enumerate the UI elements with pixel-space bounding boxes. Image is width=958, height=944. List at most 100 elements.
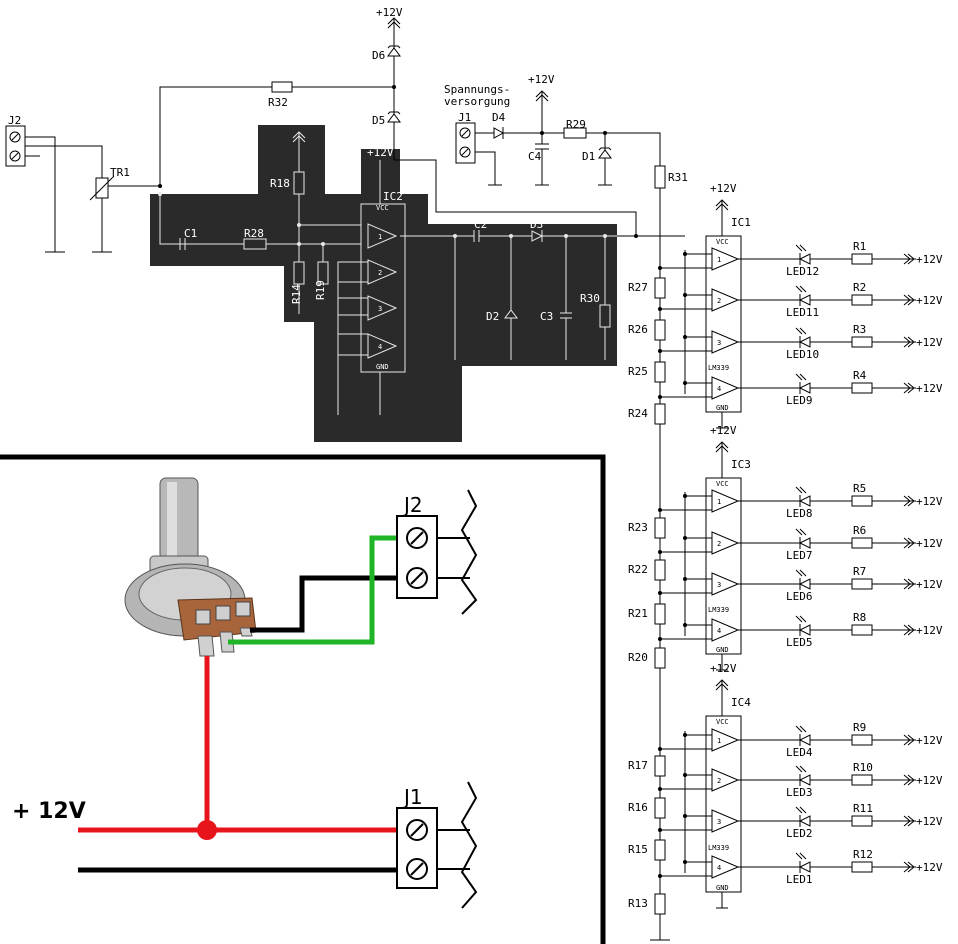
led-led5 [798, 624, 811, 636]
r13-label: R13 [628, 897, 648, 910]
vcc-label: VCC [716, 238, 729, 246]
comparator-ic4: +12VIC4VCCGNDLM3391LED4R9+12V2LED3R10+12… [658, 662, 943, 909]
r14-label: R14 [290, 284, 303, 304]
supply-label-line2: versorgung [444, 95, 510, 108]
r1-resistor [851, 253, 873, 265]
d5-label: D5 [372, 114, 385, 127]
channel-number: 4 [717, 864, 721, 872]
lm339-chip [705, 235, 742, 413]
r29-resistor [563, 127, 587, 139]
led-led4 [798, 734, 811, 746]
r16-resistor [654, 797, 666, 819]
channel-number: 1 [717, 256, 721, 264]
ground-wire [250, 575, 412, 633]
resistor-label: R2 [853, 281, 866, 294]
r25-label: R25 [628, 365, 648, 378]
d4-diode [493, 127, 505, 139]
vcc-label: VCC [716, 480, 729, 488]
comparator-bank: +12VIC1VCCGNDLM3391LED12R1+12V2LED11R2+1… [658, 182, 943, 909]
r20-resistor [654, 647, 666, 669]
channel-number: 3 [717, 339, 721, 347]
ic-label: IC3 [731, 458, 751, 471]
r15-label: R15 [628, 843, 648, 856]
channel-number: 1 [717, 737, 721, 745]
led-led3 [798, 774, 811, 786]
led-led6 [798, 578, 811, 590]
r26-resistor [654, 319, 666, 341]
r27-resistor [654, 277, 666, 299]
r17-resistor [654, 755, 666, 777]
r5-resistor [851, 495, 873, 507]
gnd-label: GND [716, 884, 729, 892]
r19-label: R19 [314, 280, 327, 300]
ic2-opamp [367, 223, 398, 249]
d3-diode [531, 230, 544, 242]
r16-label: R16 [628, 801, 648, 814]
d5-zener [387, 113, 401, 123]
channel-number: 3 [717, 818, 721, 826]
led-label: LED1 [786, 873, 813, 886]
part-label: LM339 [708, 364, 729, 372]
r9-resistor [851, 734, 873, 746]
channel-number: 4 [717, 627, 721, 635]
ic2-opamp-number: 2 [378, 269, 382, 277]
ic2-opamp [367, 259, 398, 285]
led-label: LED11 [786, 306, 819, 319]
r32-label: R32 [268, 96, 288, 109]
r18-resistor [293, 171, 305, 195]
supply-section: Spannungs- versorgung J1 D4 +12V C4 R29 … [444, 73, 688, 189]
resistor-label: R8 [853, 611, 866, 624]
led-label: LED8 [786, 507, 813, 520]
r12-resistor [851, 861, 873, 873]
r22-resistor [654, 559, 666, 581]
r15-resistor [654, 839, 666, 861]
ic2-vcc-label: VCC [376, 204, 389, 212]
ic-label: IC1 [731, 216, 751, 229]
comparator-4 [711, 618, 740, 642]
comparator-4 [711, 376, 740, 400]
led-led1 [798, 861, 811, 873]
led-led12 [798, 253, 811, 265]
r27-label: R27 [628, 281, 648, 294]
r3-resistor [851, 336, 873, 348]
ic-label: IC4 [731, 696, 751, 709]
lm339-chip [705, 477, 742, 655]
ic2-opamp-number: 3 [378, 305, 382, 313]
rail-label: +12V [916, 815, 943, 828]
supply-rail-label: +12V [528, 73, 555, 86]
gnd-label: GND [716, 646, 729, 654]
led-label: LED12 [786, 265, 819, 278]
led-led10 [798, 336, 811, 348]
comparator-1 [711, 489, 740, 513]
r6-resistor [851, 537, 873, 549]
resistor-label: R11 [853, 802, 873, 815]
comparator-3 [711, 572, 740, 596]
supply-12v-label: + 12V [12, 799, 86, 824]
d4-label: D4 [492, 111, 506, 124]
channel-number: 1 [717, 498, 721, 506]
led-led11 [798, 294, 811, 306]
ic2-label: IC2 [383, 190, 403, 203]
rail-label: +12V [916, 774, 943, 787]
tr1-label: TR1 [110, 166, 130, 179]
led-label: LED7 [786, 549, 813, 562]
r23-label: R23 [628, 521, 648, 534]
resistor-label: R1 [853, 240, 866, 253]
resistor-label: R3 [853, 323, 866, 336]
r20-label: R20 [628, 651, 648, 664]
comparator-4 [711, 855, 740, 879]
rail-label: +12V [710, 424, 737, 437]
d1-label: D1 [582, 150, 595, 163]
rail-label: +12V [916, 495, 943, 508]
d2-label: D2 [486, 310, 499, 323]
inset-j2-label: J2 [402, 493, 423, 517]
r30-resistor [599, 304, 611, 328]
r32-resistor [271, 81, 293, 93]
ic2-rail-label: +12V [367, 146, 394, 159]
rail-label: +12V [916, 578, 943, 591]
r13-resistor [654, 893, 666, 915]
led-label: LED3 [786, 786, 813, 799]
part-label: LM339 [708, 844, 729, 852]
r23-resistor [654, 517, 666, 539]
